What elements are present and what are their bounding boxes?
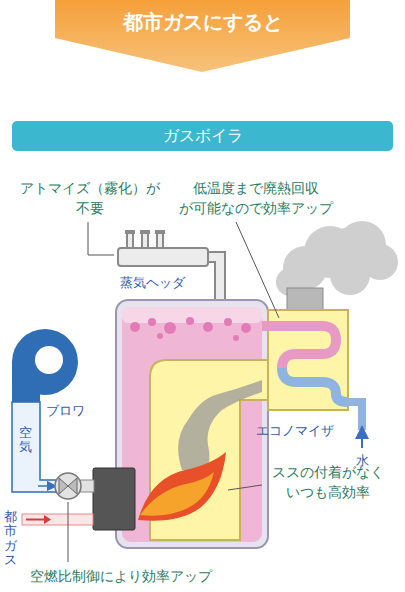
banner-arrow — [55, 0, 350, 72]
steam-header — [118, 230, 208, 266]
blower — [35, 346, 63, 374]
economizer — [262, 310, 348, 410]
water-pipe — [361, 432, 363, 448]
gas-pipe — [26, 519, 44, 521]
water-bubbles — [164, 322, 176, 334]
gas-pipe — [22, 514, 93, 525]
part-name: 空気 — [19, 426, 32, 455]
steam-header — [125, 230, 135, 234]
leader-line — [88, 222, 114, 255]
flame — [138, 452, 226, 521]
water-bubbles — [224, 318, 232, 326]
economizer — [282, 368, 348, 402]
part-name: ブロワ — [46, 402, 106, 420]
air-duct — [38, 485, 52, 487]
burner — [93, 468, 135, 530]
economizer — [262, 326, 336, 368]
chimney — [287, 288, 323, 312]
callout-note: ススの付着がなく いつも高効率 — [262, 462, 394, 502]
leader-line — [236, 222, 279, 318]
boiler-shell — [116, 300, 268, 548]
banner-title: 都市ガスにすると — [55, 9, 350, 36]
burner — [93, 468, 135, 530]
callout-note: アトマイズ（霧化）が 不要 — [5, 178, 175, 218]
smoke-cloud — [276, 221, 398, 296]
section-band: ガスボイラ — [12, 121, 393, 151]
water-bubbles — [241, 323, 251, 333]
water-bubbles — [186, 317, 194, 325]
leader-line — [228, 485, 262, 490]
gas-pipe — [22, 514, 93, 525]
part-name: エコノマイザ — [256, 422, 356, 440]
gas-pipe — [44, 515, 51, 524]
water-bubbles — [233, 335, 239, 341]
leader-line — [68, 222, 279, 562]
steam-header — [140, 230, 150, 234]
banner-arrow — [55, 0, 350, 72]
part-name: 蒸気ヘッダ — [120, 274, 210, 292]
air-fuel-valve — [55, 473, 94, 499]
water-pipe — [346, 402, 362, 448]
water-bubbles — [130, 322, 140, 332]
callout-note: 空燃比制御により効率アップ — [30, 566, 260, 586]
steam-header — [155, 230, 165, 234]
callout-note: 低温度まで廃熱回収 が可能なので効率アップ — [168, 178, 343, 218]
band-text: ガスボイラ — [163, 126, 243, 147]
air-fuel-valve — [59, 478, 77, 494]
flame — [140, 472, 214, 516]
flame — [138, 452, 226, 521]
blower — [12, 329, 78, 402]
chimney — [287, 288, 323, 312]
blower — [12, 329, 78, 395]
air-fuel-valve — [80, 480, 94, 492]
smoke-cloud — [330, 255, 370, 295]
water-bubbles — [157, 333, 163, 339]
leader-line — [68, 502, 69, 562]
water-pipe — [346, 402, 362, 430]
smoke-cloud — [337, 228, 353, 244]
boiler-shell — [116, 300, 268, 548]
water-bubbles — [130, 317, 251, 341]
steam-header — [118, 248, 208, 266]
water-bubbles — [203, 322, 213, 332]
water-bubbles — [148, 318, 156, 326]
air-fuel-valve — [55, 473, 81, 499]
part-name: 都市ガス — [4, 510, 17, 567]
